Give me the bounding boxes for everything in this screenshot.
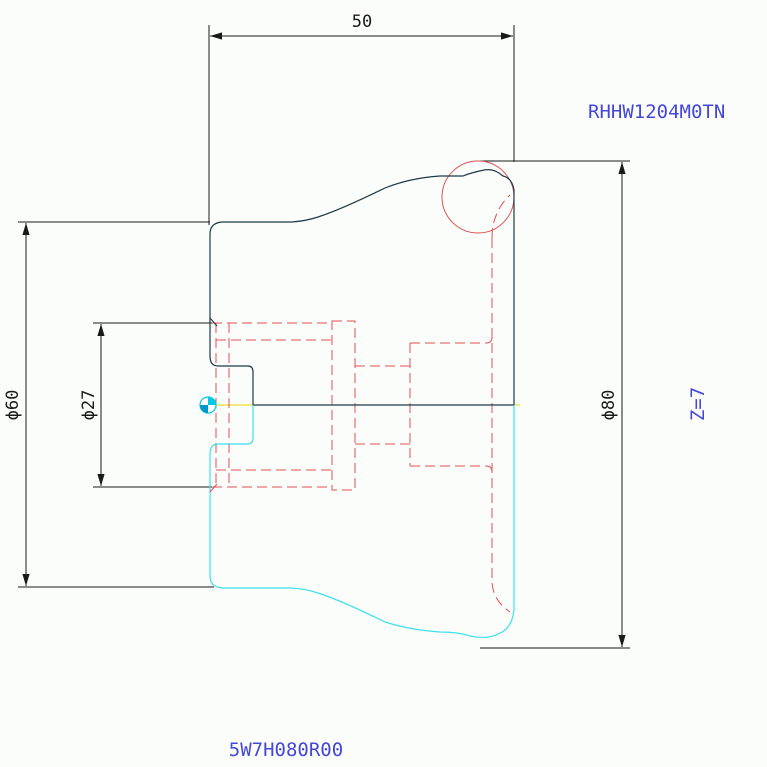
dimension-dia-80-label: ϕ80 xyxy=(599,390,619,421)
tool-code-label: 5W7H080R00 xyxy=(229,739,343,761)
dimension-width-label: 50 xyxy=(352,12,372,32)
dimension-width xyxy=(208,25,515,225)
hidden-groove xyxy=(331,320,356,491)
hidden-lines xyxy=(212,194,511,613)
keyway-flank-upper xyxy=(209,317,218,327)
teeth-count-label: Z=7 xyxy=(687,387,709,421)
hidden-step2-corner-top xyxy=(485,336,493,344)
dimension-dia-27-label: ϕ27 xyxy=(79,390,99,421)
dimension-dia-27 xyxy=(93,322,215,488)
hidden-step2-corner-bottom xyxy=(485,465,493,473)
dimension-dia-60 xyxy=(18,221,214,588)
insert-code-label: RHHW1204M0TN xyxy=(588,101,725,123)
keyway-flank-lower xyxy=(209,483,218,493)
profile-outline-upper xyxy=(209,169,515,406)
hidden-insert-seat xyxy=(491,194,511,613)
dimension-dia-60-label: ϕ60 xyxy=(3,390,23,421)
profile-outline-lower xyxy=(209,405,515,639)
dimension-dia-80 xyxy=(480,160,630,649)
center-marker-icon xyxy=(199,396,217,414)
